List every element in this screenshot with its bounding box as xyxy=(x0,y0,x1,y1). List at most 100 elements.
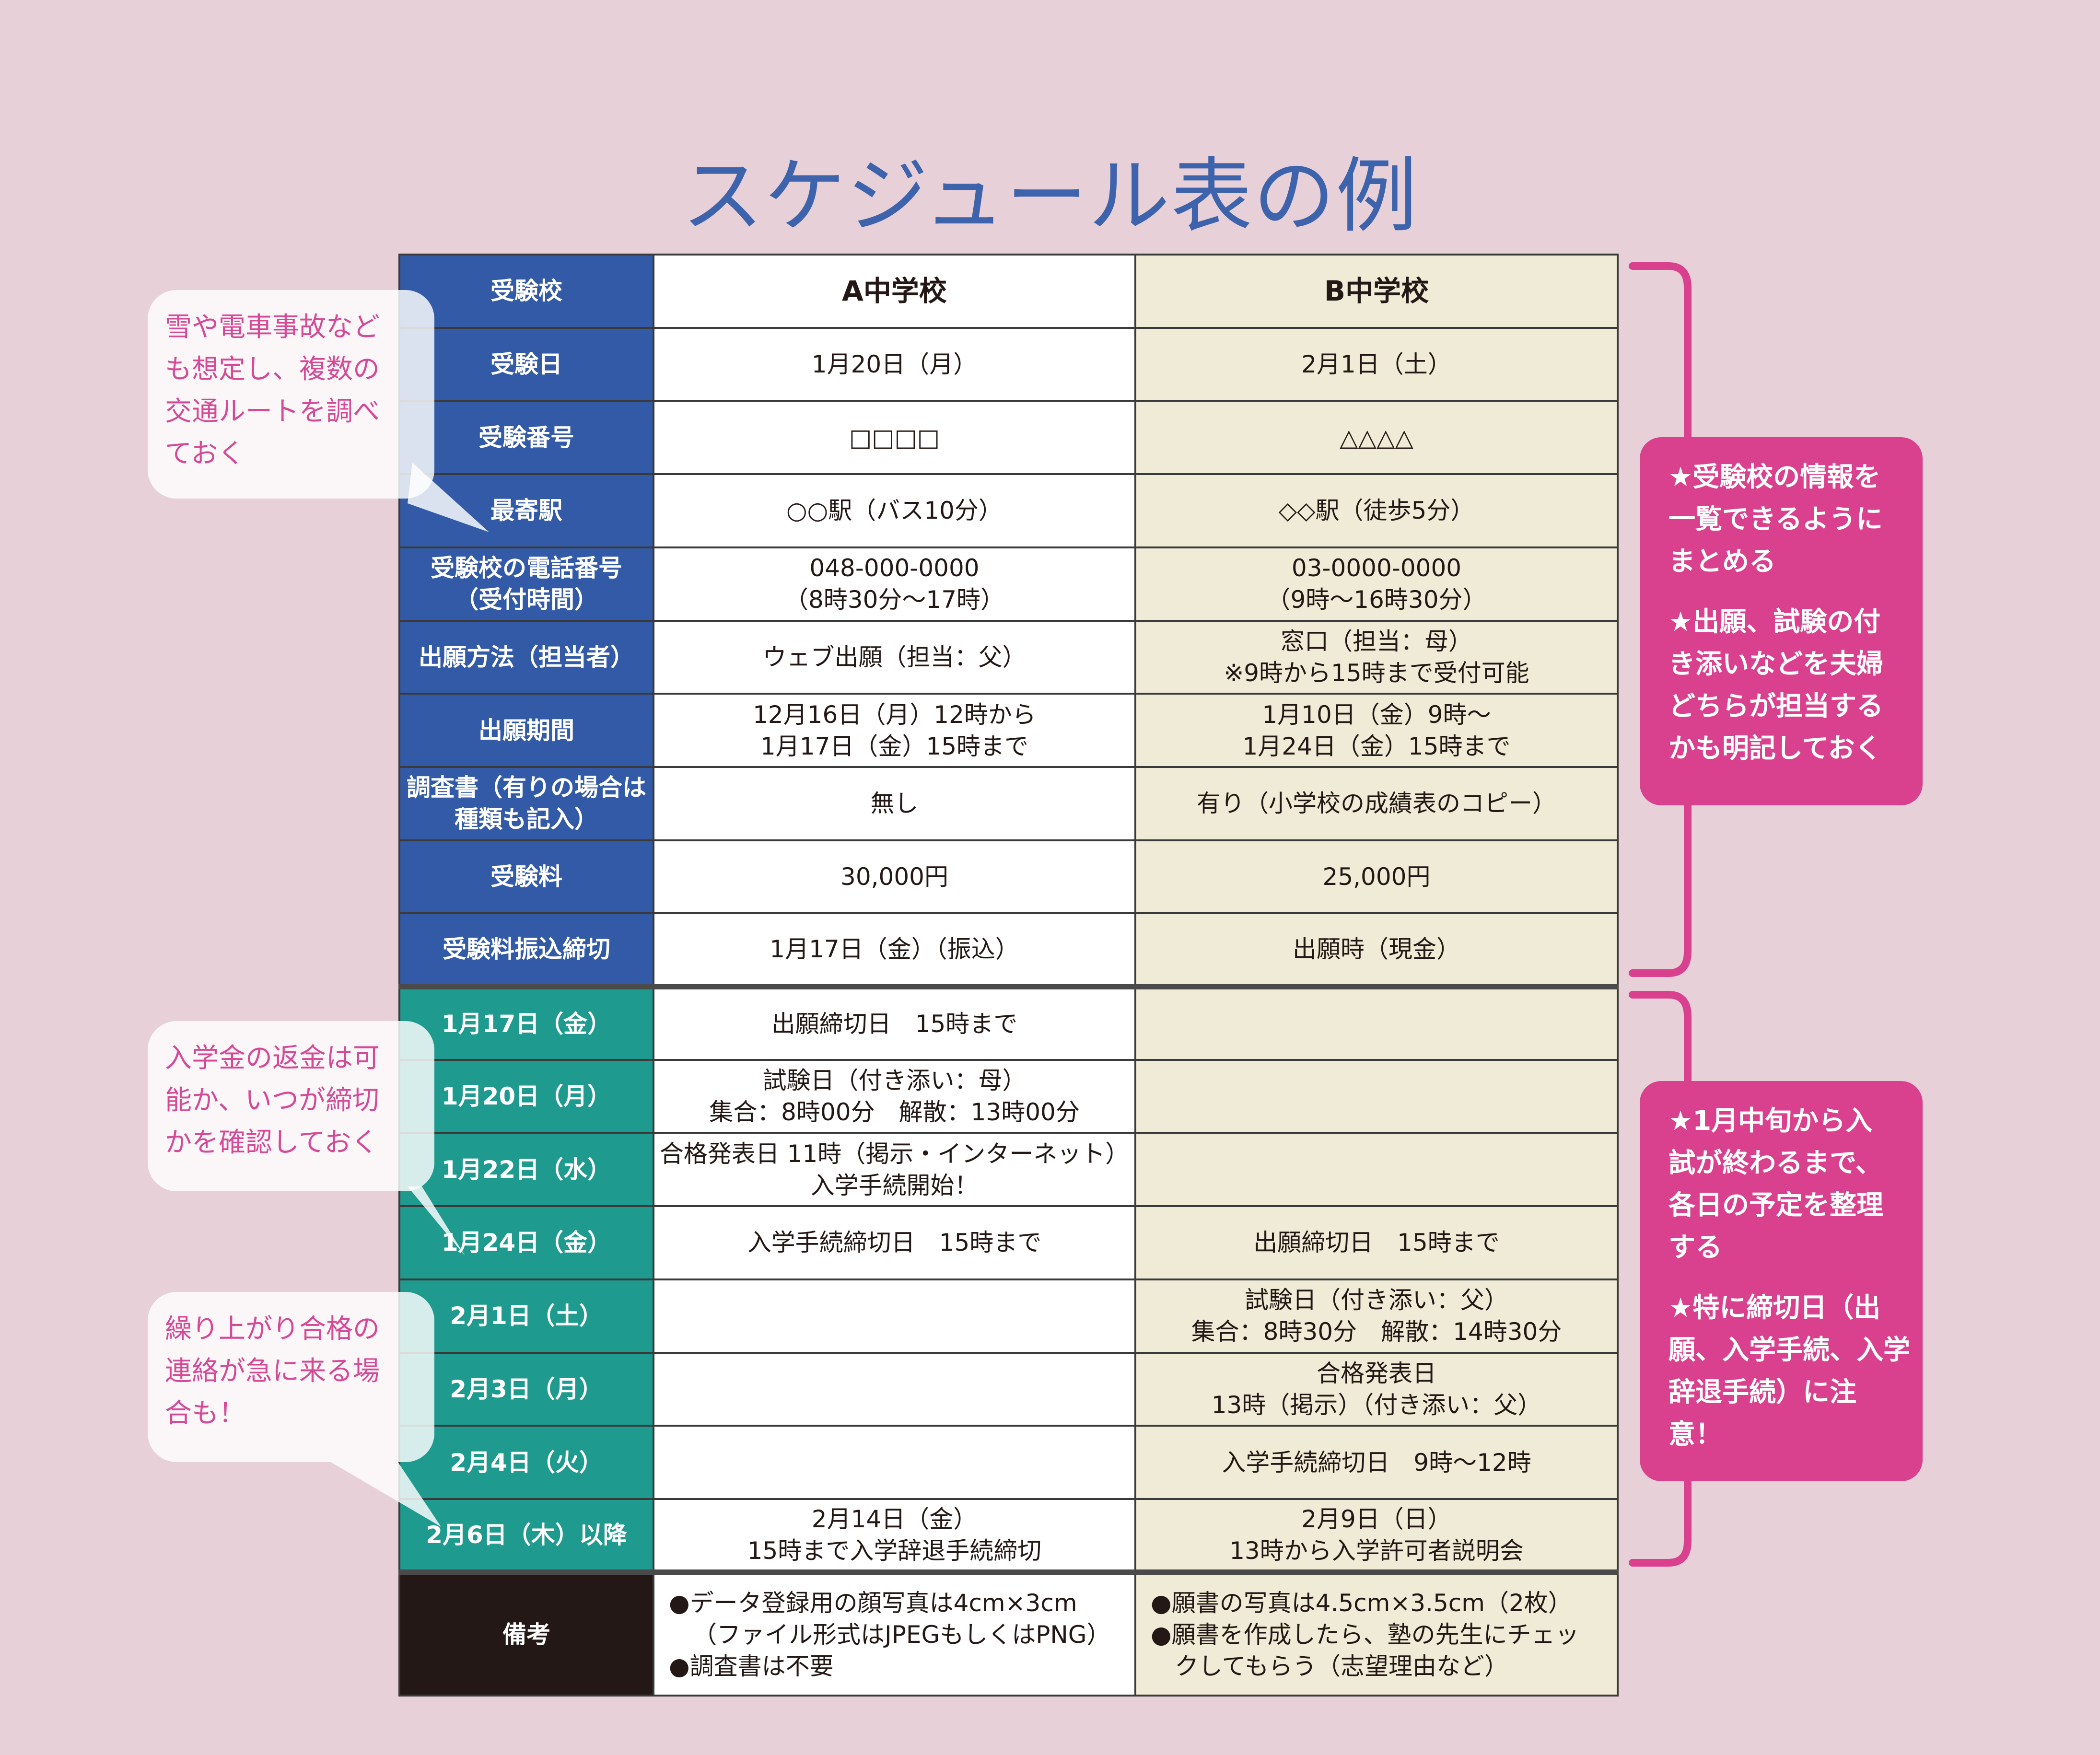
text-line: 1月17日（金）15時まで xyxy=(760,732,1029,760)
text-line: 一覧できるように xyxy=(1668,504,1883,535)
text-line: 1月17日（金） xyxy=(441,1010,612,1038)
school-a-notes: ●データ登録用の顔写真は4cm×3cm（ファイル形式はJPEGもしくはPNG）●… xyxy=(653,1569,1136,1697)
school-b-notes: ●願書の写真は4.5cm×3.5cm（2枚）●願書を作成したら、塾の先生にチェッ… xyxy=(1134,1569,1619,1697)
text-line: 繰り上がり合格の xyxy=(165,1313,380,1345)
school-a-cell: 1月17日（金）（振込） xyxy=(653,912,1136,988)
text-line: かも明記しておく xyxy=(1668,733,1882,764)
school-b-cell xyxy=(1134,1058,1619,1134)
text-line: 入学手続締切日 15時まで xyxy=(747,1229,1042,1257)
text-line: ★受験校の情報を xyxy=(1668,462,1881,493)
text-line: 2月3日（月） xyxy=(450,1375,603,1403)
tip-bubble-waitlist: 繰り上がり合格の連絡が急に来る場合も！ xyxy=(148,1292,434,1462)
school-b-cell: 03-0000-0000 （9時～16時30分） xyxy=(1134,546,1619,622)
text-line: （受付時間） xyxy=(455,586,598,614)
notes-label: 備考 xyxy=(398,1569,654,1697)
school-a-cell xyxy=(653,1351,1136,1427)
text-line: 有り（小学校の成績表のコピー） xyxy=(1197,790,1556,818)
text-line: 1月17日（金）（振込） xyxy=(770,935,1019,963)
school-b-cell: 2月9日（日）13時から入学許可者説明会 xyxy=(1134,1498,1619,1573)
date-label: 1月22日（水） xyxy=(398,1132,654,1208)
info-row: 調査書（有りの場合は種類も記入） 無し 有り（小学校の成績表のコピー） xyxy=(398,766,1619,841)
text-line: ★出願、試験の付 xyxy=(1668,606,1881,638)
text-line: 1月10日（金）9時～ xyxy=(1262,700,1491,729)
text-line: 入学手続開始！ xyxy=(810,1171,979,1199)
note-line: クしてもらう（志望理由など） xyxy=(1175,1652,1508,1681)
school-a-cell xyxy=(653,1278,1136,1354)
text-line: 出願時（現金） xyxy=(1293,935,1460,963)
text-line: 2月9日（日） xyxy=(1301,1505,1452,1533)
text-line: も想定し、複数の xyxy=(165,354,380,385)
row-label: 出願期間 xyxy=(398,693,654,768)
school-b-cell: 有り（小学校の成績表のコピー） xyxy=(1134,766,1619,841)
text-line: き添いなどを夫婦 xyxy=(1668,649,1883,680)
text-line: ★1月中旬から入 xyxy=(1668,1105,1873,1137)
text-line: 試が終わるまで、 xyxy=(1668,1148,1882,1179)
bubble-tail-2 xyxy=(408,1186,465,1256)
text-line: まとめる xyxy=(1668,546,1776,577)
text-line: （9時～16時30分） xyxy=(1266,586,1487,614)
date-label: 2月3日（月） xyxy=(398,1351,654,1427)
text-line: 試験日（付き添い：母） xyxy=(762,1067,1027,1095)
note-box-daily-schedule: ★1月中旬から入試が終わるまで、各日の予定を整理する★特に締切日（出願、入学手続… xyxy=(1640,1081,1923,1481)
text-line: ◇◇駅（徒歩5分） xyxy=(1278,497,1475,525)
text-line: ウェブ出願（担当：父） xyxy=(762,643,1027,671)
text-line: 30,000円 xyxy=(840,862,948,891)
school-a-cell: 無し xyxy=(653,766,1136,841)
date-row: 2月1日（土） 試験日（付き添い：父）集合：8時30分 解散：14時30分 xyxy=(398,1278,1619,1354)
text-line: 受験日 xyxy=(490,350,562,379)
text-line: ておく xyxy=(165,438,245,469)
date-row: 1月17日（金） 出願締切日 15時まで xyxy=(398,984,1619,1061)
text-line: 1月20日（月） xyxy=(441,1082,612,1111)
note-line: ●願書の写真は4.5cm×3.5cm（2枚） xyxy=(1151,1589,1572,1617)
school-a-cell: 048-000-0000（8時30分～17時） xyxy=(653,546,1136,622)
text-line: 出願期間 xyxy=(478,716,574,744)
text-line: 合格発表日 11時（掲示・インターネット） xyxy=(659,1139,1130,1168)
header-label: 受験校 xyxy=(398,254,654,329)
row-label: 受験番号 xyxy=(398,400,654,476)
text-line: 無し xyxy=(870,790,919,818)
date-label: 2月6日（木）以降 xyxy=(398,1498,654,1573)
text-line: 出願締切日 15時まで xyxy=(771,1010,1018,1038)
text-line: 2月1日（土） xyxy=(1301,350,1452,379)
school-b-cell: ◇◇駅（徒歩5分） xyxy=(1134,473,1619,548)
text-line: 1月24日（金） xyxy=(441,1229,612,1257)
info-row: 受験校の電話番号（受付時間）048-000-0000（8時30分～17時）03-… xyxy=(398,546,1619,622)
text-line: 窓口（担当：母） xyxy=(1281,627,1472,655)
school-b-cell: 出願時（現金） xyxy=(1134,912,1619,988)
text-line: 1月22日（水） xyxy=(441,1155,612,1184)
table-header-row: 受験校 A中学校 B中学校 xyxy=(398,254,1619,329)
date-label: 1月17日（金） xyxy=(398,984,654,1061)
text-line: 交通ルートを調べ xyxy=(165,396,380,427)
text-line: 受験校の電話番号 xyxy=(431,554,622,582)
date-label: 2月1日（土） xyxy=(398,1278,654,1354)
row-label: 最寄駅 xyxy=(398,473,654,548)
note-paragraph: ★出願、試験の付き添いなどを夫婦どちらが担当するかも明記しておく xyxy=(1668,601,1905,770)
text-line: 出願締切日 15時まで xyxy=(1253,1229,1500,1257)
text-line: 1月24日（金）15時まで xyxy=(1242,732,1511,760)
text-line: 連絡が急に来る場 xyxy=(165,1356,380,1387)
text-line: 03-0000-0000 xyxy=(1291,554,1462,582)
text-line: 調査書（有りの場合は xyxy=(407,774,646,802)
school-a-header: A中学校 xyxy=(653,254,1136,329)
note-paragraph: ★特に締切日（出願、入学手続、入学辞退手続）に注意！ xyxy=(1668,1287,1910,1456)
school-b-cell: 試験日（付き添い：父）集合：8時30分 解散：14時30分 xyxy=(1134,1278,1619,1354)
text-line: 出願方法（担当者） xyxy=(419,643,634,671)
text-line: 合格発表日 xyxy=(1317,1359,1436,1387)
text-line: 15時まで入学辞退手続締切 xyxy=(747,1536,1042,1565)
text-line: 2月6日（木）以降 xyxy=(426,1521,627,1549)
text-line: かを確認しておく xyxy=(165,1127,378,1158)
date-row: 1月24日（金） 入学手続締切日 15時まで 出願締切日 15時まで xyxy=(398,1205,1619,1280)
text-line: どちらが担当する xyxy=(1668,691,1883,722)
text-line: 意！ xyxy=(1668,1419,1722,1450)
info-row: 出願方法（担当者）ウェブ出願（担当：父）窓口（担当：母）※9時から15時まで受付… xyxy=(398,619,1619,695)
row-label: 調査書（有りの場合は種類も記入） xyxy=(398,766,654,841)
note-line: ●データ登録用の顔写真は4cm×3cm xyxy=(669,1589,1077,1617)
text-line: 各日の予定を整理 xyxy=(1668,1190,1883,1221)
school-a-cell: ウェブ出願（担当：父） xyxy=(653,619,1136,695)
school-a-cell: 出願締切日 15時まで xyxy=(653,984,1136,1061)
school-a-cell: 2月14日（金）15時まで入学辞退手続締切 xyxy=(653,1498,1136,1573)
